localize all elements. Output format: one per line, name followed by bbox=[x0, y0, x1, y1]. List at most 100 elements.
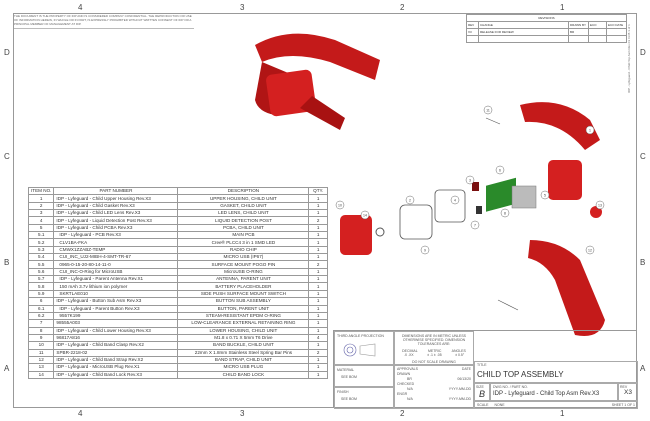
item-no-cell: 14 bbox=[27, 370, 55, 379]
qty-cell: 1 bbox=[308, 319, 328, 328]
qty-cell: 1 bbox=[308, 311, 328, 321]
qty-cell: 1 bbox=[308, 370, 328, 379]
drawn-by: BR bbox=[407, 377, 412, 381]
drawing-title: CHILD TOP ASSEMBLY bbox=[477, 370, 564, 379]
description-cell: LED LENS, CHILD UNIT bbox=[177, 209, 310, 218]
item-no-cell: 9 bbox=[27, 333, 55, 343]
drawing-border bbox=[13, 13, 637, 408]
scale-value: NONE bbox=[494, 403, 505, 407]
dwg-no-box: DWG NO. / PART NO.IDP - Lyfeguard - Chil… bbox=[490, 383, 618, 401]
zone-bottom-2: 2 bbox=[400, 409, 405, 418]
item-no-cell: 5.3 bbox=[27, 245, 55, 255]
qty-cell: 4 bbox=[308, 333, 328, 343]
zone-row-c-right: C bbox=[640, 152, 646, 161]
item-no-cell: 5.8 bbox=[27, 282, 55, 291]
balloon-label: 7 bbox=[474, 223, 476, 227]
qty-cell: 1 bbox=[308, 275, 328, 284]
part-number-cell: IDP - Lyfeguard - PCB Rev.X3 bbox=[53, 231, 179, 240]
balloon-label: 2 bbox=[409, 198, 411, 202]
description-cell: MICRO USB (IP67) bbox=[177, 253, 310, 262]
part-number-cell: IDP - Lyfeguard - Child Band Clasp Rev.X… bbox=[53, 341, 179, 350]
item-no-cell: 5.7 bbox=[27, 275, 55, 284]
part-number-cell: CUI_INC-O-Ring for MicroUSB bbox=[53, 267, 179, 277]
material-value: SEE BOM bbox=[341, 375, 357, 379]
item-no-cell: 8 bbox=[27, 326, 55, 335]
projection-box: THIRD ANGLE PROJECTION bbox=[334, 331, 394, 365]
description-cell: UPPER HOUSING, CHILD UNIT bbox=[177, 194, 310, 203]
title-block: THIRD ANGLE PROJECTION DIMENSIONS ARE IN… bbox=[333, 330, 638, 409]
part-number-cell: CUI_INC_UJ2-MIBH-4-SMT-TR-67 bbox=[53, 253, 179, 262]
part-number-cell: 9557K199 bbox=[53, 311, 179, 321]
rev-label: REV bbox=[620, 385, 628, 389]
balloon-label: 6 bbox=[499, 168, 501, 172]
qty-cell: 1 bbox=[308, 223, 328, 233]
part-number-cell: IDP - Lyfeguard - Child PCBA Rev.X3 bbox=[53, 223, 179, 233]
item-no-cell: 5.5 bbox=[27, 260, 55, 269]
qty-cell: 2 bbox=[308, 216, 328, 225]
qty-cell: 1 bbox=[308, 355, 328, 365]
qty-cell: 1 bbox=[308, 267, 328, 277]
description-cell: PCBA, CHILD UNIT bbox=[177, 223, 310, 233]
part-number-cell: CMWX1ZZABZ-TEMP bbox=[53, 245, 179, 255]
tolerance-note: DIMENSIONS ARE IN METRIC UNLESS OTHERWIS… bbox=[402, 334, 466, 346]
description-cell: BATTERY PLACEHOLDER bbox=[177, 282, 310, 291]
third-angle-projection-icon bbox=[343, 343, 376, 357]
part-number-cell: IDP - Lyfeguard - Parent Button Rev.X3 bbox=[53, 304, 179, 313]
size-label: SIZE bbox=[476, 385, 484, 389]
zone-row-b: B bbox=[4, 258, 10, 267]
qty-cell: 1 bbox=[308, 231, 328, 240]
item-no-header: ITEM NO. bbox=[27, 186, 55, 196]
balloon-3: 3 bbox=[465, 175, 475, 185]
description-cell: ANTENNA, PARENT UNIT bbox=[177, 275, 310, 284]
zone-bottom-4: 4 bbox=[78, 409, 83, 418]
description-cell: MICRO USB PLUG bbox=[177, 363, 310, 372]
part-number-cell: IDP - Lyfeguard - Button Sub Asm Rev.X3 bbox=[53, 297, 179, 306]
title-label: TITLE bbox=[477, 363, 487, 367]
item-no-cell: 5.9 bbox=[27, 289, 55, 299]
drawn-label: DRAWN bbox=[397, 372, 411, 376]
description-cell: CHILD BAND LOCK bbox=[177, 370, 310, 379]
zone-row-c: C bbox=[4, 152, 10, 161]
balloon-label: 13 bbox=[598, 203, 602, 207]
projection-label: THIRD ANGLE PROJECTION bbox=[337, 334, 384, 338]
tol-metric: METRIC bbox=[427, 349, 442, 353]
engr-date: YYYY-MM-DD bbox=[448, 397, 471, 401]
balloon-label: 10 bbox=[338, 203, 342, 207]
qty-cell: 2 bbox=[308, 348, 328, 357]
strap-bottom-right bbox=[528, 240, 605, 336]
zone-top-1: 1 bbox=[560, 3, 565, 12]
part-number-cell: IDP - Lyfeguard - MicroUSB Plug Rev.X1 bbox=[53, 363, 179, 372]
item-no-cell: 1 bbox=[27, 194, 55, 203]
dwg-no-label: DWG NO. / PART NO. bbox=[493, 385, 528, 389]
item-no-cell: 5.1 bbox=[27, 231, 55, 240]
part-number-cell: SKRTLAE010 bbox=[53, 289, 179, 299]
description-cell: RADIO CHIP bbox=[177, 245, 310, 255]
upper-housing-right bbox=[548, 160, 602, 218]
description-header: DESCRIPTION bbox=[177, 186, 310, 196]
item-no-cell: 11 bbox=[27, 348, 55, 357]
item-no-cell: 4 bbox=[27, 216, 55, 225]
description-cell: M1.8 x 0.71 X 5mm T6 Drive bbox=[177, 333, 310, 343]
qty-cell: 2 bbox=[308, 260, 328, 269]
description-cell: LOW-CLEARANCE EXTERNAL RETAINING RING bbox=[177, 319, 310, 328]
description-cell: MAIN PCB bbox=[177, 231, 310, 240]
